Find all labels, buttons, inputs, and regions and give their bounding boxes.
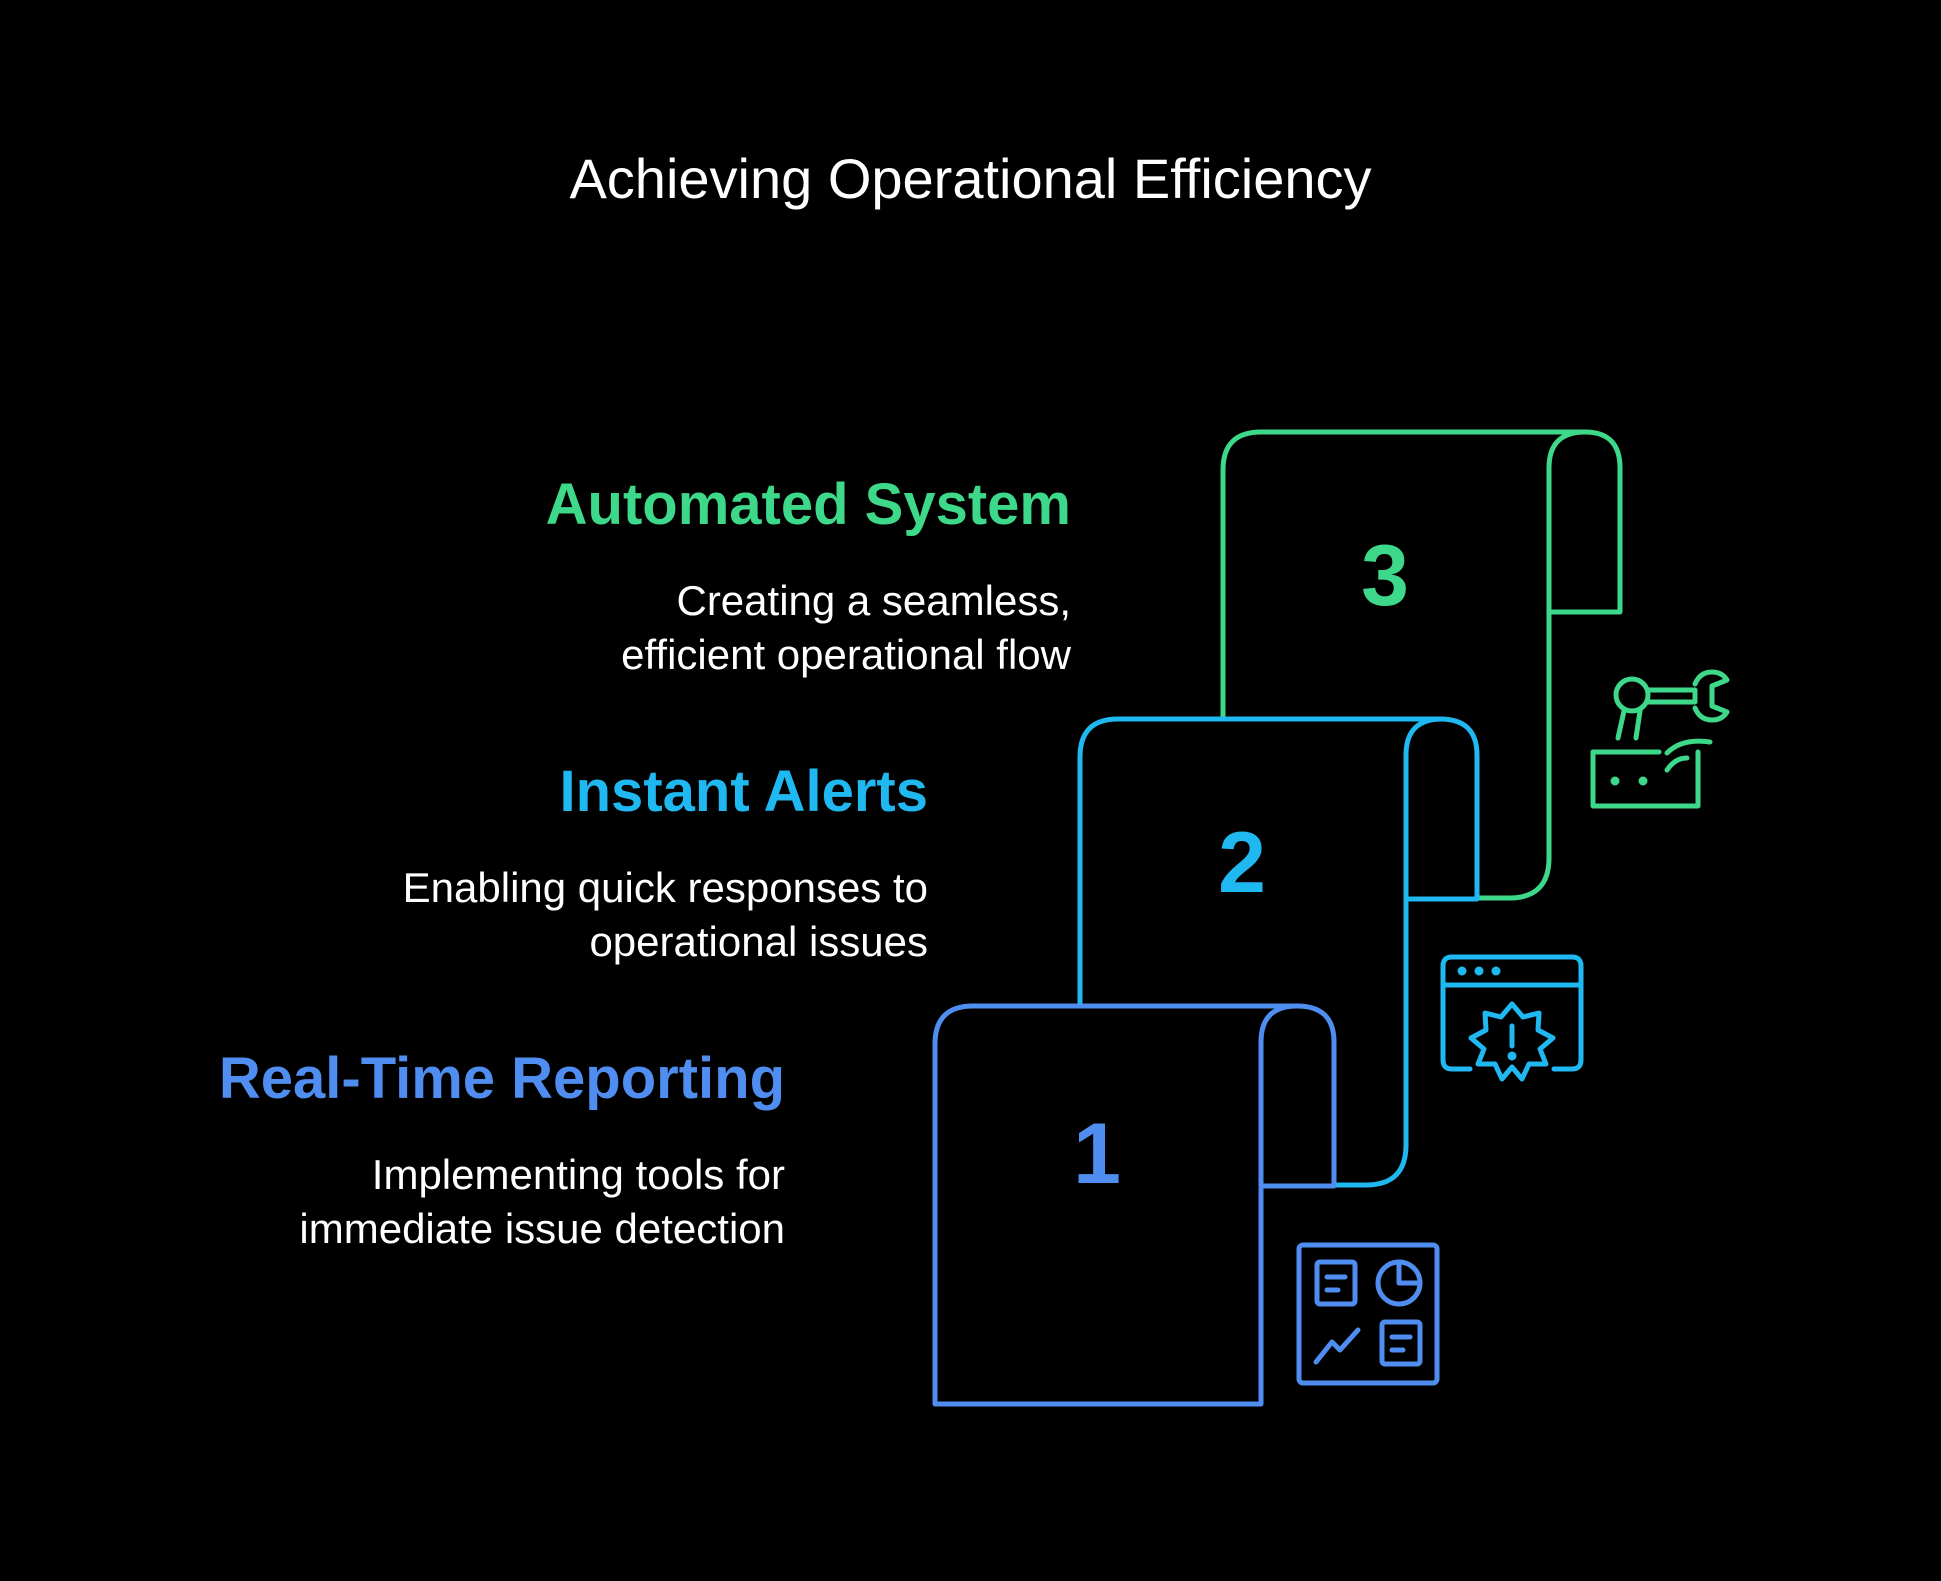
step-2-heading: Instant Alerts bbox=[559, 759, 928, 824]
step-1-description: Implementing tools for immediate issue d… bbox=[299, 1151, 785, 1252]
browser-alert-icon bbox=[1440, 954, 1584, 1082]
scroll-1 bbox=[932, 1003, 1337, 1407]
robotic-arm-icon bbox=[1590, 669, 1730, 809]
step-3-description: Creating a seamless, efficient operation… bbox=[621, 577, 1071, 678]
step-1-number: 1 bbox=[1073, 1106, 1121, 1202]
scroll-2 bbox=[1077, 716, 1480, 1188]
page-title: Achieving Operational Efficiency bbox=[569, 147, 1372, 210]
step-2-description: Enabling quick responses to operational … bbox=[402, 864, 928, 965]
step-3-heading: Automated System bbox=[545, 472, 1071, 537]
dashboard-report-icon bbox=[1296, 1242, 1440, 1386]
step-2-text: Instant Alerts Enabling quick responses … bbox=[28, 757, 928, 969]
step-1-heading: Real-Time Reporting bbox=[218, 1046, 785, 1111]
step-2-number: 2 bbox=[1218, 815, 1266, 911]
step-3-number: 3 bbox=[1361, 528, 1409, 624]
step-1-text: Real-Time Reporting Implementing tools f… bbox=[0, 1044, 785, 1256]
scroll-3 bbox=[1220, 429, 1623, 901]
step-3-text: Automated System Creating a seamless, ef… bbox=[171, 470, 1071, 682]
